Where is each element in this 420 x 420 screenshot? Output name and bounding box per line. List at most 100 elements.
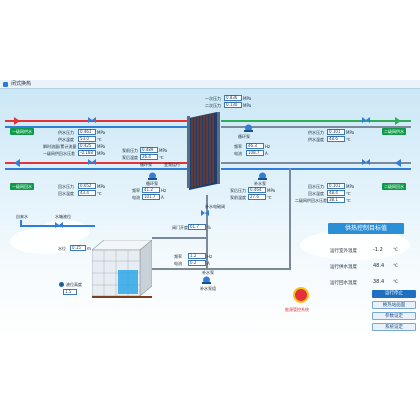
makeup-current-label: 电流 [174, 261, 182, 266]
primary-flow-value: 0.425 [78, 143, 96, 149]
primary-supply-pipe-2 [5, 162, 187, 164]
outdoor-temp-label: 运行室外温度 [330, 249, 357, 254]
company-logo-text: 能源管控系统 [285, 307, 309, 312]
makeup-valve-value: 61.7 [188, 224, 206, 230]
hx-pressure-label: 一次压力 [205, 96, 221, 101]
secondary-pump-flow-unit: ℃ [267, 195, 272, 200]
makeup-pipe-vertical [289, 168, 291, 268]
secondary-return-temp-unit: ℃ [346, 191, 351, 196]
control-panel-title: 供热控制目标值 [328, 223, 404, 234]
makeup-solenoid-label: 补水电磁阀 [205, 204, 225, 209]
primary-pump-pressure-value: 0.489 [140, 147, 158, 153]
secondary-diff-value: 38.1 [327, 197, 345, 203]
secondary-return-valve-icon[interactable] [362, 159, 370, 165]
makeup-pipe-horizontal [152, 268, 291, 270]
secondary-pump-top-icon[interactable] [244, 124, 253, 132]
water-level-unit: m [87, 246, 91, 251]
secondary-supply-pressure-unit: MPa [346, 130, 355, 135]
plate-heat-exchanger-icon [187, 112, 220, 190]
return-temp-unit: ℃ [393, 280, 399, 285]
secondary-circulation-pump-icon[interactable] [258, 172, 267, 180]
tank-level-label: 水箱液位 [55, 214, 71, 219]
hx-pressure2-unit: MPa [243, 103, 252, 108]
level-height-label: 液位高度 [66, 282, 82, 287]
primary-pump-freq-label: 频率 [132, 188, 140, 193]
makeup-valve-label: 阀门开度 [172, 225, 188, 230]
primary-loss-value: -0.168 [78, 150, 96, 156]
primary-supply-pressure-label: 供水压力 [58, 130, 74, 135]
primary-pump-temp-label: 泵后温度 [122, 155, 138, 160]
makeup-pump-label: 补水泵 [202, 270, 214, 275]
secondary-return-pressure-value: 0.101 [327, 183, 345, 189]
supply-temp-label: 运行供水温度 [330, 265, 357, 270]
makeup-solenoid-valve-icon[interactable] [201, 210, 209, 216]
primary-return-pipe-2 [5, 168, 187, 170]
secondary-pump-flow-label: 泵前温度 [230, 195, 246, 200]
outdoor-temp-value: -1.2 [373, 247, 383, 253]
secondary-return-pipe [221, 126, 411, 128]
secondary-pump-current-label: 电流 [234, 151, 242, 156]
secondary-return-temp-label: 回水温度 [308, 191, 324, 196]
makeup-pipe-vertical-2 [206, 195, 208, 270]
supply-temp-unit: ℃ [393, 264, 399, 269]
tap-water-valve-icon[interactable] [55, 222, 63, 228]
primary-return-pressure-unit: MPa [97, 184, 106, 189]
primary-supply-pipe [5, 120, 187, 122]
secondary-supply-valve-icon[interactable] [362, 117, 370, 123]
primary-supply-valve-icon[interactable] [88, 117, 96, 123]
primary-return-out-badge: 一级网回水 [10, 183, 34, 190]
return-temp-value: 38.4 [373, 279, 385, 285]
secondary-pump-current-unit: A [265, 151, 268, 156]
primary-supply-pressure-unit: MPa [97, 130, 106, 135]
level-height-value: 1.5 [63, 289, 77, 295]
primary-circulation-pump-icon[interactable] [148, 172, 157, 180]
makeup-pump-icon[interactable] [202, 276, 211, 284]
water-level-label: 水位 [58, 246, 66, 251]
primary-loss-unit: MPa [97, 151, 106, 156]
makeup-freq-label: 频率 [174, 254, 182, 259]
tap-water-pipe-down [20, 220, 22, 227]
primary-pump-label: 循环泵 [146, 181, 158, 186]
primary-flow-label: 瞬时流量/累计流量 [43, 144, 77, 149]
outdoor-temp-unit: ℃ [393, 248, 399, 253]
return-temp-label: 运行回水温度 [330, 281, 357, 286]
secondary-pump-current-value: 108.7 [246, 150, 264, 156]
primary-return-pressure-value: 0.652 [78, 183, 96, 189]
supply-temp-value: 48.4 [373, 263, 385, 269]
primary-supply-pressure-value: 0.461 [78, 129, 96, 135]
hx-pressure2-value: 0.130 [224, 102, 242, 108]
nav-station-button[interactable]: 换热站画面 [372, 301, 416, 309]
primary-supply-temp-unit: ℃ [97, 137, 102, 142]
window-title: 闭式换热 [11, 81, 32, 87]
cloud-decoration [40, 220, 90, 242]
secondary-pump-flow-value: 27.6 [248, 194, 266, 200]
run-stop-button[interactable]: 运行停止 [372, 290, 416, 298]
nav-system-button[interactable]: 系统设定 [372, 323, 416, 331]
primary-pump-pressure-label: 泵前压力 [122, 148, 138, 153]
window-titlebar: 闭式换热 [0, 80, 420, 89]
secondary-supply-temp-unit: ℃ [346, 137, 351, 142]
secondary-return-pressure-label: 回水压力 [308, 184, 324, 189]
hx-pressure-value: 0.836 [224, 95, 242, 101]
nav-params-button[interactable]: 参数设定 [372, 312, 416, 320]
primary-loss-label: 一级网供回水压差 [43, 151, 75, 156]
level-indicator-icon [59, 282, 64, 287]
secondary-pump-freq-unit: Hz [265, 144, 271, 149]
secondary-supply-out-badge: 二级网供水 [382, 128, 406, 135]
primary-pump-current-unit: A [161, 195, 164, 200]
secondary-pump-top-label: 循环泵 [238, 134, 250, 139]
secondary-pump-pressure-value: 0.464 [248, 187, 266, 193]
tank-outlet-pipe [152, 237, 207, 239]
primary-pump-pressure-unit: MPa [159, 148, 168, 153]
secondary-return-in-badge: 二级网回水 [382, 183, 406, 190]
primary-pump-current-value: 101.7 [142, 194, 160, 200]
makeup-current-unit: A [207, 261, 210, 266]
primary-pump-name: 变频运行 [164, 162, 180, 167]
secondary-pump-pressure-label: 泵后压力 [230, 188, 246, 193]
secondary-pump-freq-value: 46.3 [246, 143, 264, 149]
primary-return-temp-value: 43.4 [78, 190, 96, 196]
secondary-supply-pressure-label: 供水压力 [308, 130, 324, 135]
primary-return-valve-icon[interactable] [88, 159, 96, 165]
arrow-right-icon [395, 117, 401, 125]
secondary-return-pressure-unit: MPa [346, 184, 355, 189]
